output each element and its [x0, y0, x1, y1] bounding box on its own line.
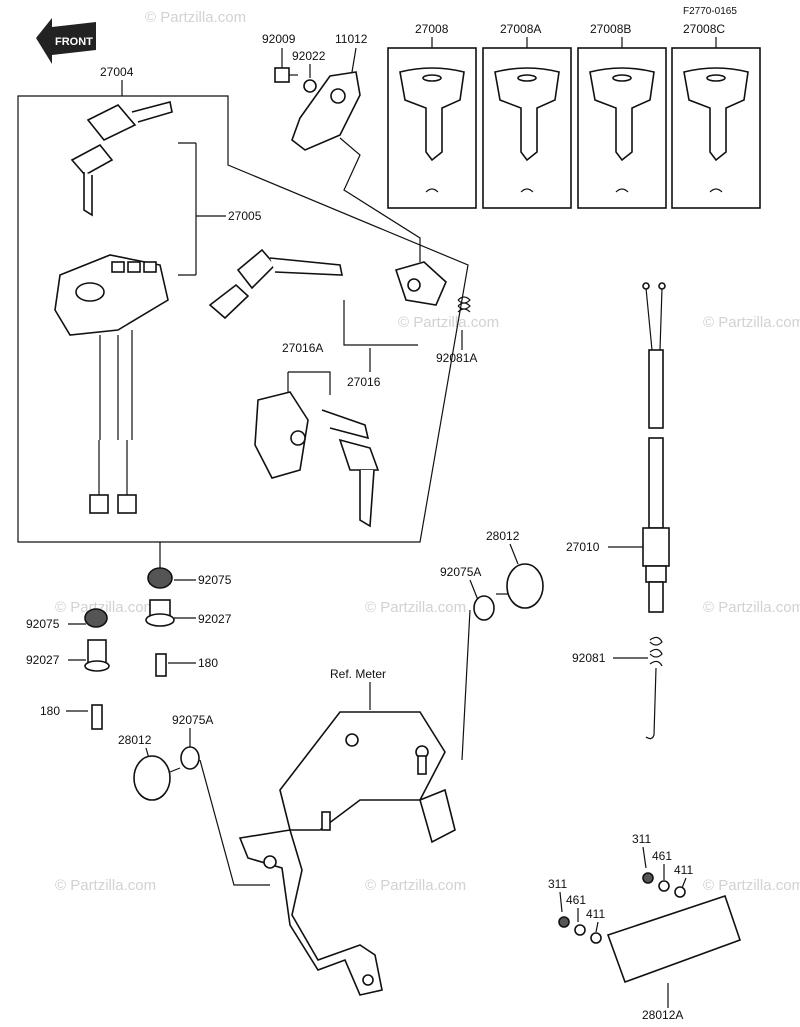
- label-28012A: 28012A: [642, 1008, 683, 1022]
- svg-text:© Partzilla.com: © Partzilla.com: [703, 599, 800, 616]
- label-92075-a: 92075: [198, 573, 232, 587]
- helmet-lock-key-pair: [321, 409, 380, 528]
- label-92027-b: 92027: [26, 653, 60, 667]
- ref-meter-label: Ref. Meter: [330, 667, 386, 681]
- label-27008B: 27008B: [590, 22, 631, 36]
- label-27008C: 27008C: [683, 22, 725, 36]
- reflector-28012-bot: [133, 755, 181, 801]
- washer-92075A-bot: [180, 746, 200, 770]
- label-27005: 27005: [228, 209, 262, 223]
- label-92075-b: 92075: [26, 617, 60, 631]
- spring-92081: [645, 636, 663, 740]
- bolt-180-b: [91, 704, 103, 730]
- label-27010: 27010: [566, 540, 600, 554]
- diagram-code: F2770-0165: [683, 6, 737, 17]
- svg-text:© Partzilla.com: © Partzilla.com: [55, 877, 156, 894]
- collar-92027-b: [84, 639, 110, 672]
- svg-text:© Partzilla.com: © Partzilla.com: [703, 314, 800, 331]
- nut-311-a: [642, 872, 654, 884]
- nut-311-b: [558, 916, 570, 928]
- svg-text:© Partzilla.com: © Partzilla.com: [365, 877, 466, 894]
- washer-411-b: [590, 932, 602, 944]
- label-411-a: 411: [674, 863, 693, 877]
- helmet-lock: [254, 391, 309, 479]
- key-blanks: [387, 47, 761, 209]
- label-92022: 92022: [292, 49, 326, 63]
- leader-to-lock: [339, 137, 421, 262]
- label-27008A: 27008A: [500, 22, 541, 36]
- label-461-b: 461: [566, 893, 586, 907]
- label-27016: 27016: [347, 375, 381, 389]
- grommet-92075-a: [147, 567, 173, 589]
- ignition-key-pair: [70, 101, 173, 217]
- watermarks: © Partzilla.com © Partzilla.com © Partzi…: [55, 9, 800, 894]
- svg-text:FRONT: FRONT: [55, 36, 93, 48]
- collar-92027-a: [145, 599, 175, 627]
- label-411-b: 411: [586, 907, 605, 921]
- lock-cylinder: [394, 261, 447, 306]
- washer-461-a: [658, 880, 670, 892]
- label-92081: 92081: [572, 651, 606, 665]
- label-28012-top: 28012: [486, 529, 520, 543]
- label-180-a: 180: [198, 656, 218, 670]
- label-311-b: 311: [548, 877, 567, 891]
- washer-461-b: [574, 924, 586, 936]
- label-92009: 92009: [262, 32, 296, 46]
- cover-11012: [291, 71, 361, 151]
- svg-text:© Partzilla.com: © Partzilla.com: [703, 877, 800, 894]
- label-92075A-top: 92075A: [440, 565, 481, 579]
- svg-text:© Partzilla.com: © Partzilla.com: [55, 599, 156, 616]
- meter-bracket: [238, 711, 456, 996]
- washer-411-a: [674, 886, 686, 898]
- svg-text:© Partzilla.com: © Partzilla.com: [365, 599, 466, 616]
- label-92075A-bot: 92075A: [172, 713, 213, 727]
- label-27016A: 27016A: [282, 341, 323, 355]
- seat-lock-key-pair: [208, 248, 343, 320]
- front-arrow-icon: FRONT: [36, 18, 96, 64]
- switch-27010: [642, 282, 670, 613]
- spring-92081A: [457, 296, 471, 313]
- washer-92022: [303, 79, 317, 93]
- bolt-180-a: [155, 653, 167, 677]
- reflector-28012A: [606, 894, 742, 984]
- ignition-switch: [54, 254, 169, 514]
- label-180-b: 180: [40, 704, 60, 718]
- label-27008: 27008: [415, 22, 449, 36]
- svg-text:© Partzilla.com: © Partzilla.com: [398, 314, 499, 331]
- grommet-92075-b: [84, 608, 108, 628]
- reflector-28012-top: [496, 563, 544, 609]
- label-311-a: 311: [632, 832, 651, 846]
- label-11012: 11012: [335, 32, 368, 46]
- svg-text:© Partzilla.com: © Partzilla.com: [145, 9, 246, 26]
- label-461-a: 461: [652, 849, 672, 863]
- label-92081A: 92081A: [436, 351, 477, 365]
- bolt-92009: [274, 67, 298, 83]
- label-92027-a: 92027: [198, 612, 232, 626]
- assembly-27004-outline: [17, 95, 469, 543]
- washer-92075A-top: [473, 595, 495, 621]
- label-28012-bot: 28012: [118, 733, 152, 747]
- label-27004: 27004: [100, 65, 134, 79]
